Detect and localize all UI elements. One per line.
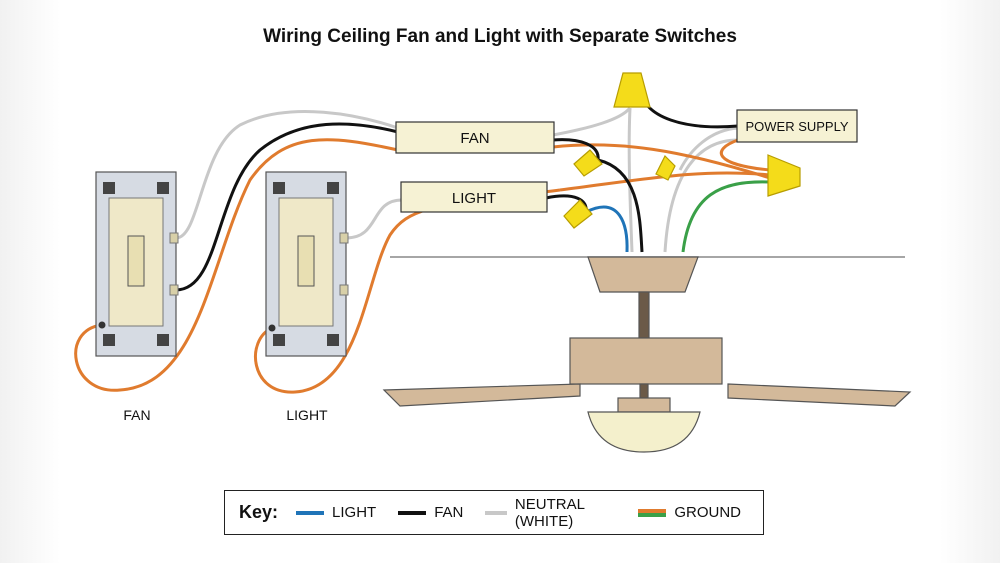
fan-switch-ground-screw — [98, 321, 106, 329]
right-edge-fade — [940, 0, 1000, 563]
fan-switch-mount-hole — [157, 182, 169, 194]
light-kit-cap — [617, 397, 671, 413]
power-supply-box — [736, 109, 858, 143]
fan-switch-body — [108, 197, 164, 327]
light-switch-ground-screw — [268, 324, 276, 332]
fan-switch-mount-hole — [103, 334, 115, 346]
legend-item-fan: FAN — [398, 504, 463, 521]
gray-line-icon — [485, 510, 507, 515]
fan-motor-housing — [569, 337, 723, 385]
light-switch-mount-hole — [327, 182, 339, 194]
neutral-wires — [175, 106, 739, 253]
light-switch — [265, 171, 349, 357]
legend-item-label: GROUND — [674, 504, 741, 521]
legend-item-light: LIGHT — [296, 504, 376, 521]
legend-key: Key: LIGHT FAN NEUTRAL (WHITE) GROUND — [224, 490, 764, 535]
light-switch-mount-hole — [327, 334, 339, 346]
fan-blade-left — [382, 383, 581, 407]
light-box-label: LIGHT — [452, 190, 496, 207]
fan-switch-terminal — [169, 232, 179, 244]
wire-connectors — [563, 72, 801, 229]
black-line-icon — [398, 510, 427, 515]
fan-wire-box-out — [552, 138, 600, 161]
orange-green-line-icon — [638, 508, 667, 517]
left-edge-fade — [0, 0, 60, 563]
legend-item-label: LIGHT — [332, 504, 377, 521]
fan-switch-mount-hole — [157, 334, 169, 346]
power-supply-label: POWER SUPPLY — [745, 119, 848, 134]
fan-switch — [95, 171, 179, 357]
light-switch-terminal — [339, 284, 349, 296]
legend-item-label: NEUTRAL (WHITE) — [514, 495, 585, 530]
ground-wire-supply — [719, 138, 771, 172]
neutral-wire-supply-top — [678, 126, 739, 171]
legend-item-ground: GROUND — [638, 504, 741, 521]
light-switch-mount-hole — [273, 334, 285, 346]
legend-item-label: FAN — [434, 504, 464, 521]
wire-nut-fan — [573, 149, 603, 177]
fan-wire-switch — [175, 122, 399, 292]
fan-light-stem — [639, 383, 649, 399]
fan-switch-label: FAN — [123, 407, 150, 423]
legend-title: Key: — [239, 502, 279, 522]
wire-nut-light — [563, 199, 593, 229]
wire-nut-top — [613, 72, 651, 108]
fan-label-box — [395, 121, 555, 154]
fan-blade-right — [727, 383, 912, 407]
neutral-wire-supply — [663, 138, 739, 253]
fan-switch-terminal — [169, 284, 179, 296]
wire-nut-ground — [767, 154, 801, 197]
fan-box-label: FAN — [460, 130, 489, 147]
light-switch-terminal — [339, 232, 349, 244]
neutral-wire-drop — [627, 107, 634, 253]
ground-wire-green — [681, 180, 771, 253]
light-switch-mount-hole — [273, 182, 285, 194]
fan-switch-toggle — [127, 235, 145, 287]
ceiling-fan — [382, 256, 912, 453]
fan-downrod — [638, 291, 650, 339]
wire-nut-neutral — [655, 154, 676, 181]
wiring-diagram: FAN LIGHT POWER SUPPLY FAN LIGHT — [74, 72, 912, 453]
neutral-wire-fan-box — [552, 106, 632, 137]
ground-wire-fan-switch — [74, 138, 399, 392]
ground-wire-top — [552, 143, 771, 180]
fan-canopy — [587, 256, 699, 293]
legend-item-neutral: NEUTRAL (WHITE) — [485, 496, 616, 530]
fan-switch-mount-hole — [103, 182, 115, 194]
neutral-wire-fan-switch — [175, 110, 399, 240]
diagram-title: Wiring Ceiling Fan and Light with Separa… — [263, 26, 737, 47]
fan-wire-drop — [597, 158, 644, 253]
light-switch-toggle — [297, 235, 315, 287]
light-wire — [585, 205, 629, 253]
fan-wire-supply — [638, 84, 739, 129]
light-switch-label: LIGHT — [286, 407, 328, 423]
light-bowl — [587, 411, 701, 453]
blue-line-icon — [296, 510, 325, 515]
neutral-wire-light-switch — [345, 198, 403, 240]
light-label-box — [400, 181, 548, 213]
